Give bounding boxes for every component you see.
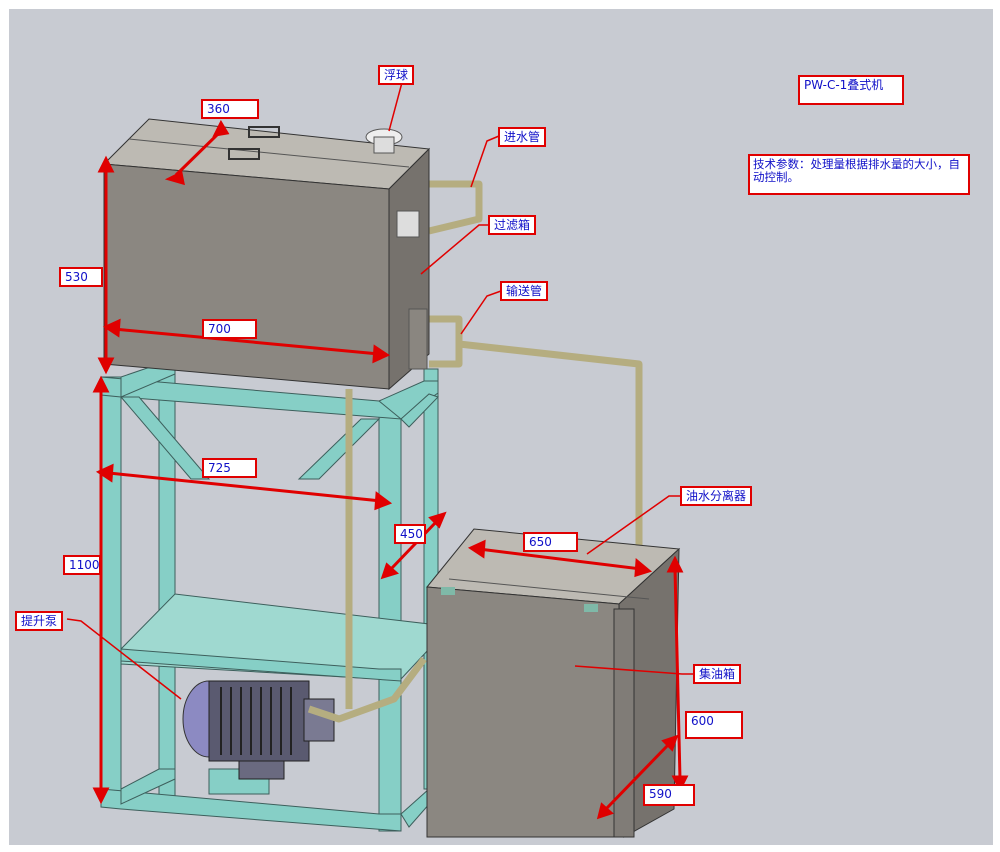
dimension-arrow-360 <box>164 119 230 186</box>
label-transfer-pipe: 输送管 <box>500 281 549 301</box>
dimension-arrow-590 <box>596 734 679 820</box>
dimension-arrow-725 <box>95 463 393 511</box>
pipes <box>307 180 643 723</box>
dim-label-450: 450 <box>394 524 426 544</box>
label-oil-water-separator: 油水分离器 <box>680 486 753 506</box>
leader-lift-pump <box>66 618 182 700</box>
drawing-canvas: 浮球 进水管 过滤箱 输送管 油水分离器 集油箱 提升泵 PW-C-1叠式机 技… <box>9 9 993 845</box>
label-filter-tank: 过滤箱 <box>488 215 537 235</box>
dimension-arrow-1100 <box>92 375 110 805</box>
tech-params: 技术参数：处理量根据排水量的大小，自动控制。 <box>748 154 970 195</box>
model-title: PW-C-1叠式机 <box>798 75 904 105</box>
dim-label-725: 725 <box>202 458 257 478</box>
dimension-arrow-450 <box>380 511 447 580</box>
dim-label-600: 600 <box>685 711 743 739</box>
dimension-arrow-530 <box>97 155 115 375</box>
leader-lines <box>66 74 694 700</box>
leader-inlet-pipe <box>470 135 500 188</box>
dim-label-1100: 1100 <box>63 555 101 575</box>
label-lift-pump: 提升泵 <box>15 611 64 631</box>
label-inlet-pipe: 进水管 <box>498 127 547 147</box>
lift-pump <box>182 680 335 780</box>
leader-filter-tank <box>420 224 489 275</box>
dimension-arrow-700 <box>102 318 391 364</box>
label-float-ball: 浮球 <box>378 65 415 85</box>
dim-label-590: 590 <box>643 784 695 806</box>
dim-label-360: 360 <box>201 99 259 119</box>
leader-oil-tank <box>574 665 694 675</box>
label-oil-collection-tank: 集油箱 <box>693 664 742 684</box>
equipment-drawing <box>66 74 694 838</box>
dim-label-650: 650 <box>523 532 578 552</box>
dimension-arrow-650 <box>467 539 653 578</box>
leader-transfer-pipe <box>460 290 502 335</box>
filter-tank <box>102 118 431 391</box>
leader-separator <box>586 495 681 555</box>
oil-collection-tank <box>426 528 681 838</box>
dim-label-700: 700 <box>202 319 257 339</box>
dim-label-530: 530 <box>59 267 103 287</box>
